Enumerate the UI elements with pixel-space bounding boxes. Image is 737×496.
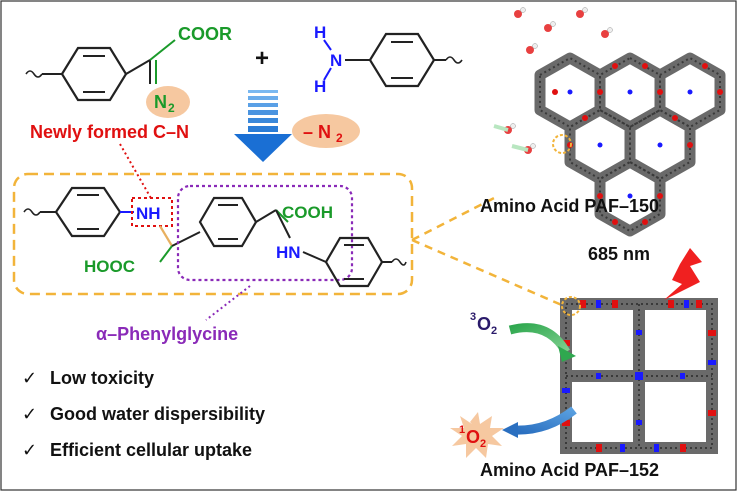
feature-item: ✓ Efficient cellular uptake	[22, 432, 422, 468]
feature-item: ✓ Low toxicity	[22, 360, 422, 396]
product-nh-left: NH	[136, 204, 161, 223]
check-icon: ✓	[22, 403, 38, 425]
singlet-arrow	[511, 406, 577, 435]
byproduct-highlight	[292, 114, 360, 148]
feature-label: Efficient cellular uptake	[50, 439, 253, 460]
polymer-wavy-bond	[445, 56, 463, 64]
polymer-wavy-bond	[25, 70, 43, 78]
check-icon: ✓	[22, 367, 38, 389]
reactant-aniline: H N H	[314, 23, 463, 96]
triplet-base: O	[477, 314, 491, 334]
feature-list: ✓ Low toxicity ✓ Good water dispersibili…	[22, 360, 422, 468]
product-cooh-right: COOH	[282, 203, 333, 222]
amine-h-top: H	[314, 23, 326, 42]
triplet-sup: 3	[470, 311, 476, 323]
connector-paf150	[411, 194, 499, 242]
phenylglycine-box	[176, 184, 354, 282]
paf150-framework	[493, 7, 726, 237]
diazo-subscript: 2	[168, 101, 175, 115]
new-bond-box	[131, 197, 173, 227]
glycine-pointer	[205, 285, 251, 321]
product-structure: NH HOOC COOH HN	[23, 184, 407, 288]
byproduct-subscript: 2	[336, 131, 343, 145]
plus-sign: +	[255, 45, 269, 72]
wavelength-label: 685 nm	[588, 244, 650, 264]
diazo-highlight	[146, 86, 190, 118]
feature-label: Good water dispersibility	[50, 403, 266, 424]
feature-item: ✓ Good water dispersibility	[22, 396, 422, 432]
triplet-sub: 2	[491, 325, 497, 337]
new-bond-label: Newly formed C–N	[30, 122, 189, 142]
triplet-arrow	[508, 323, 570, 355]
singlet-base: O	[466, 427, 480, 447]
product-cooh-left: HOOC	[84, 257, 135, 276]
check-icon: ✓	[22, 439, 38, 461]
connector-paf152	[411, 238, 565, 308]
reaction-arrow	[234, 90, 292, 162]
diazo-label: N	[154, 92, 167, 112]
singlet-sup: 1	[459, 424, 465, 436]
reactant-diazo-ester: COOR N 2	[25, 24, 232, 118]
paf150-zoom-marker	[552, 134, 572, 154]
singlet-sub: 2	[480, 438, 486, 450]
product-hn-right: HN	[276, 243, 301, 262]
product-box	[12, 172, 414, 296]
paf152-framework	[560, 296, 718, 454]
light-bolt-icon	[664, 248, 702, 300]
amine-h-bottom: H	[314, 77, 326, 96]
paf152-zoom-marker	[561, 296, 581, 316]
paf150-label: Amino Acid PAF–150	[480, 196, 659, 216]
water-molecules	[493, 7, 613, 154]
amine-n: N	[330, 51, 342, 70]
feature-label: Low toxicity	[50, 367, 155, 388]
glycine-label: α–Phenylglycine	[96, 324, 238, 344]
byproduct-label: – N	[303, 122, 331, 142]
singlet-burst	[450, 412, 504, 458]
new-bond-pointer	[119, 143, 153, 201]
paf152-label: Amino Acid PAF–152	[480, 460, 659, 480]
ester-group-label: COOR	[178, 24, 232, 44]
